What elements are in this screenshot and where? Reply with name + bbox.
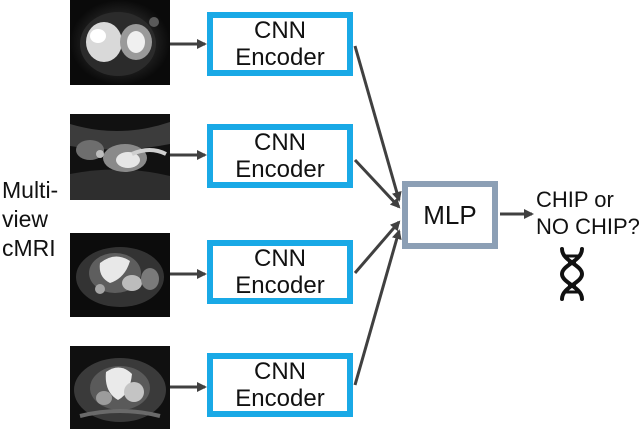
cnn-encoder-4: CNN Encoder [207, 353, 353, 417]
dna-icon [559, 247, 585, 301]
cnn-encoder-1: CNN Encoder [207, 12, 353, 76]
mri-image-long-axis [70, 114, 170, 200]
output-label: CHIP or NO CHIP? [536, 186, 640, 240]
encoder-label-line2: Encoder [235, 272, 325, 299]
encoder-label-line1: CNN [254, 358, 306, 385]
input-label-line: cMRI [2, 235, 56, 261]
encoder-label-line2: Encoder [235, 385, 325, 412]
encoder-label-line2: Encoder [235, 44, 325, 71]
arrow-encoder1-to-mlp [353, 45, 402, 202]
output-label-line: CHIP or [536, 187, 614, 212]
encoder-label-line1: CNN [254, 17, 306, 44]
input-label: Multi- view cMRI [2, 176, 58, 263]
output-label-line: NO CHIP? [536, 214, 640, 239]
arrow-encoder3-to-mlp [353, 220, 401, 274]
mri-image-three-chamber [70, 233, 170, 317]
input-label-line: view [2, 206, 49, 232]
encoder-label-line2: Encoder [235, 156, 325, 183]
arrow-encoder2-to-mlp [353, 158, 401, 209]
encoder-label-line1: CNN [254, 129, 306, 156]
mlp-label: MLP [423, 199, 477, 230]
input-label-line: Multi- [2, 177, 59, 203]
arrow-encoder4-to-mlp [353, 229, 402, 386]
cnn-encoder-2: CNN Encoder [207, 124, 353, 188]
mri-image-four-chamber [70, 346, 170, 429]
encoder-label-line1: CNN [254, 245, 306, 272]
mlp-block: MLP [402, 181, 498, 249]
mri-image-short-axis [70, 0, 170, 85]
cnn-encoder-3: CNN Encoder [207, 240, 353, 304]
